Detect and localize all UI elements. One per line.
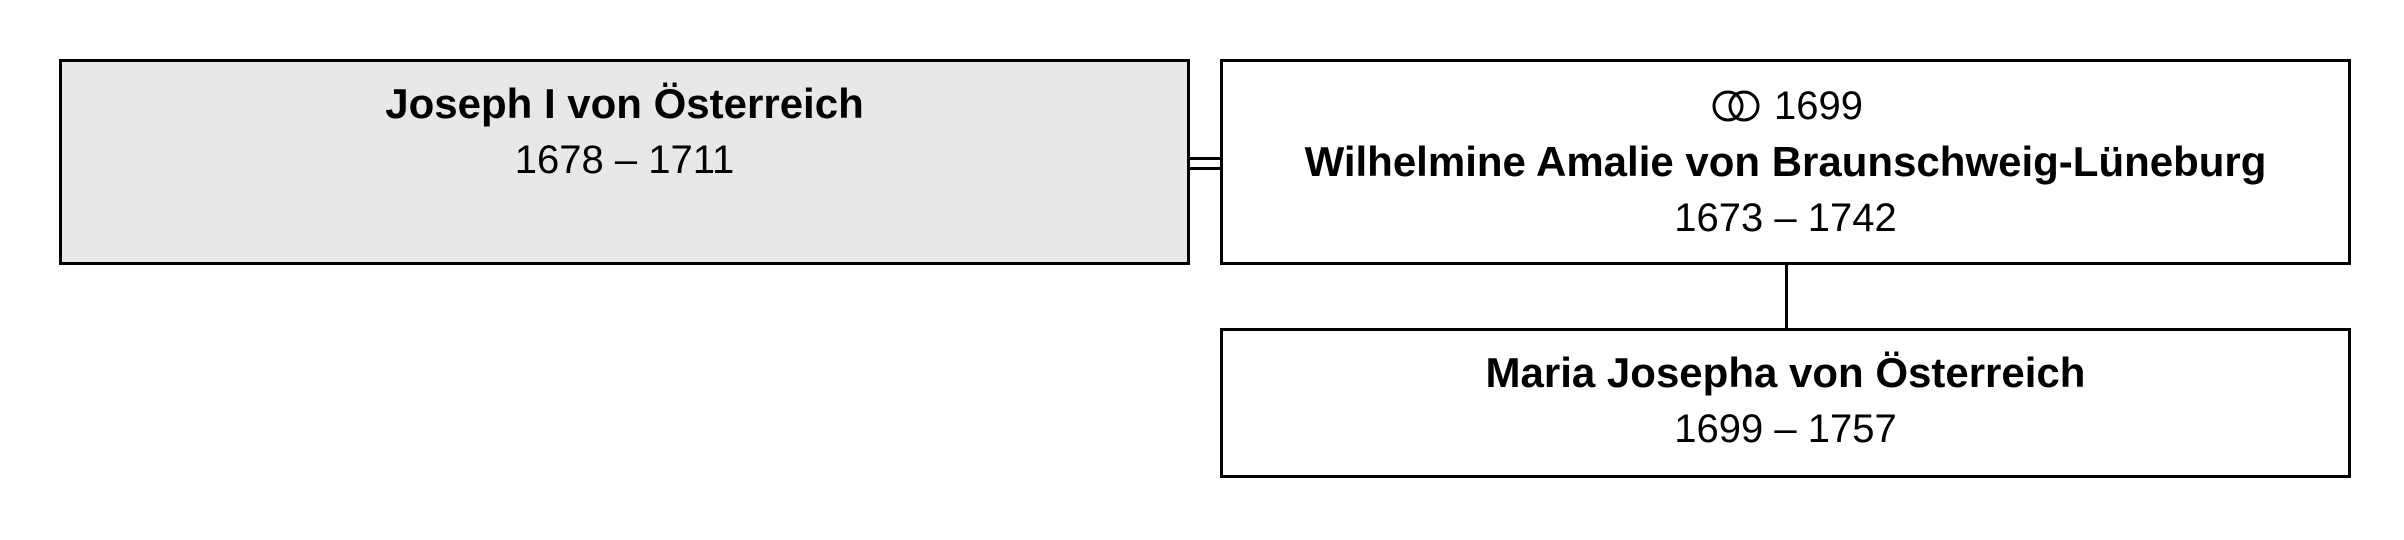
marriage-connector-top [1190, 157, 1220, 160]
marriage-info: 1699 [1708, 78, 1863, 134]
spouse-person-box: 1699 Wilhelmine Amalie von Braunschweig-… [1220, 59, 2351, 265]
spouse-person-name: Wilhelmine Amalie von Braunschweig-Lüneb… [1304, 138, 2267, 185]
child-person-box: Maria Josepha von Österreich 1699 – 1757 [1220, 328, 2351, 478]
child-person-name: Maria Josepha von Österreich [1485, 349, 2086, 396]
spouse-person-dates: 1673 – 1742 [1674, 196, 1897, 240]
child-person-dates: 1699 – 1757 [1674, 407, 1897, 451]
marriage-connector-bottom [1190, 167, 1220, 170]
root-person-dates: 1678 – 1711 [514, 138, 735, 182]
root-person-box: Joseph I von Österreich 1678 – 1711 [59, 59, 1190, 265]
child-connector [1785, 265, 1788, 328]
marriage-year: 1699 [1774, 84, 1863, 128]
wedding-rings-icon [1712, 90, 1760, 122]
root-person-name: Joseph I von Österreich [385, 80, 864, 127]
